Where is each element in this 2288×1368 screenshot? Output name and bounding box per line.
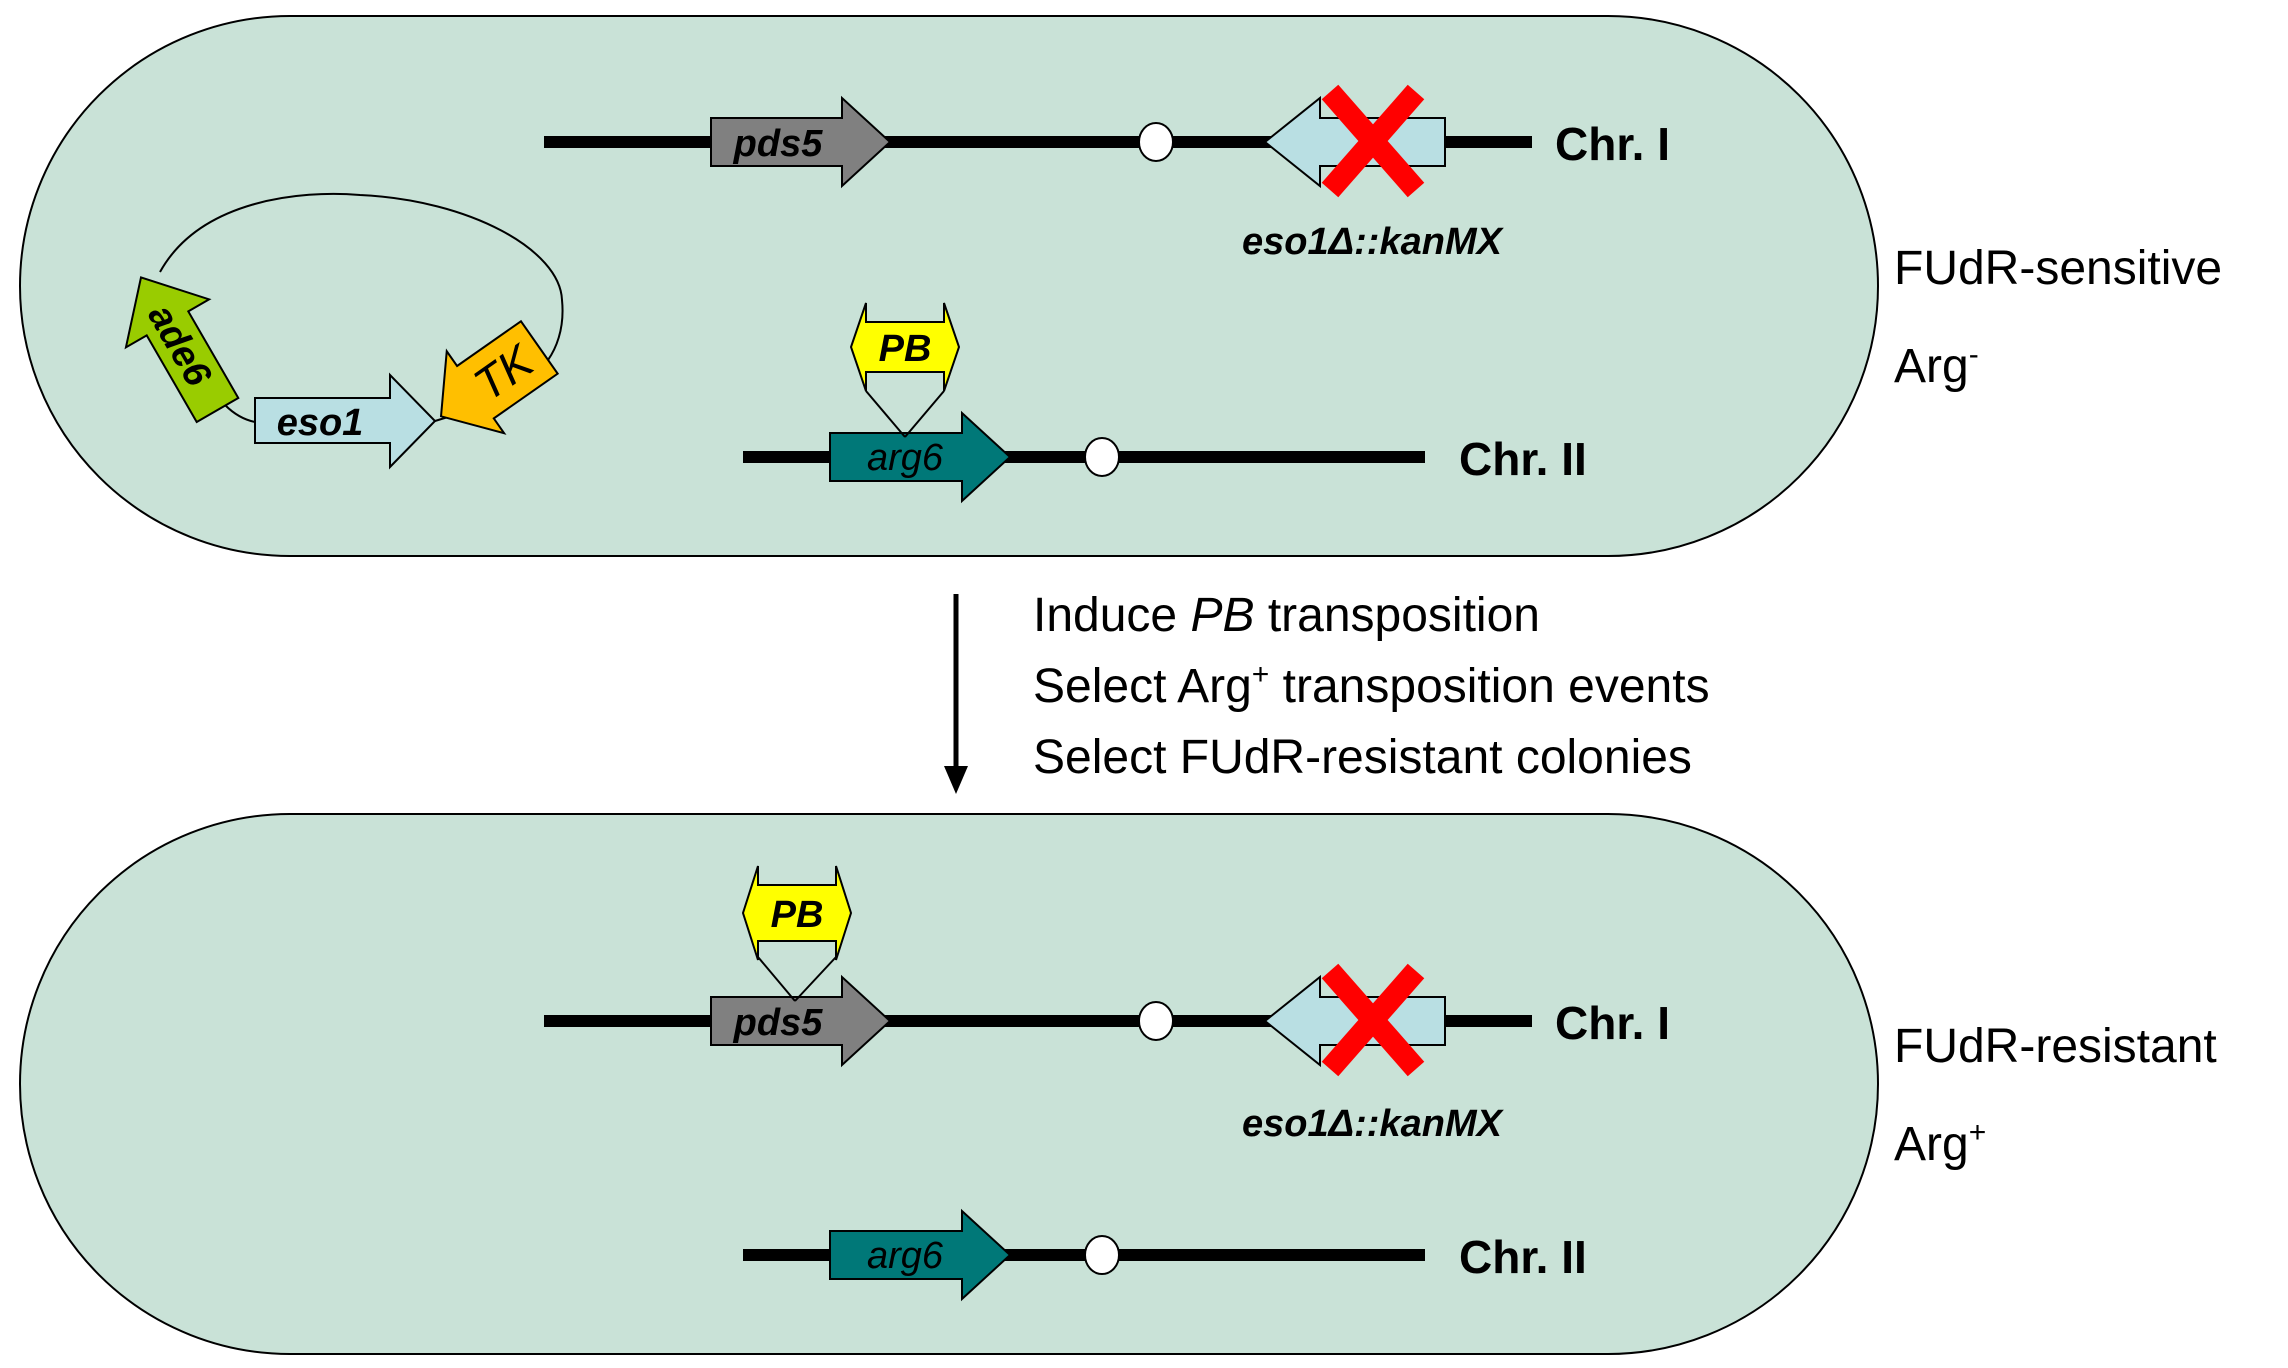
pb-transposon: PB (849, 302, 961, 438)
top-phenotype-arg: Arg- (1894, 338, 1979, 393)
pb-transposon: PB (741, 865, 853, 1002)
pb-label: PB (879, 328, 932, 370)
arg6-label: arg6 (867, 437, 944, 479)
bottom-phenotype-fudr: FUdR-resistant (1894, 1020, 2217, 1073)
pds5-label: pds5 (733, 1002, 824, 1044)
chromosome-2: arg6 Chr. II (743, 1208, 1587, 1302)
arg6-gene-arrow (829, 1208, 1012, 1302)
chromosome-1: pds5 Chr. I eso1Δ::kanMX (544, 84, 1670, 263)
centromere (1138, 122, 1174, 162)
plasmid-backbone (224, 404, 256, 423)
step-select-fudr: Select FUdR-resistant colonies (1033, 731, 1692, 784)
centromere (1084, 1235, 1120, 1275)
centromere (1138, 1001, 1174, 1041)
top-phenotype-fudr: FUdR-sensitive (1894, 242, 2222, 295)
plasmid-backbone (159, 192, 564, 361)
step-select-arg: Select Arg+ transposition events (1033, 658, 1710, 713)
pb-label: PB (771, 894, 824, 936)
top-cell: pds5 Chr. I eso1Δ::kanMX arg6 Chr. II PB (19, 15, 1879, 557)
pds5-gene-arrow (710, 974, 892, 1068)
eso1-plasmid-gene-arrow (254, 372, 437, 470)
deletion-cross-icon (1321, 963, 1425, 1077)
bottom-cell: pds5 Chr. I eso1Δ::kanMX PB arg6 Chr. II (19, 813, 1879, 1355)
cell-outline (19, 813, 1879, 1355)
pds5-label: pds5 (733, 123, 824, 165)
pb-hexagon (741, 865, 853, 961)
step-induce: Induce PB transposition (1033, 589, 1540, 642)
chr1-label: Chr. I (1555, 118, 1670, 170)
eso1-plasmid-label: eso1 (277, 402, 364, 444)
pb-hexagon (849, 302, 961, 392)
chr1-label: Chr. I (1555, 997, 1670, 1049)
chromosome-1: pds5 Chr. I eso1Δ::kanMX PB (544, 865, 1670, 1145)
down-arrow-icon (944, 766, 968, 794)
arg6-gene-arrow (829, 410, 1012, 504)
bottom-phenotype-arg: Arg+ (1894, 1116, 1986, 1171)
arg6-label: arg6 (867, 1235, 944, 1277)
centromere (1084, 437, 1120, 477)
process-step: Induce PB transposition Select Arg+ tran… (944, 589, 1710, 794)
chromosome-2: arg6 Chr. II PB (743, 302, 1587, 504)
chr2-label: Chr. II (1459, 1231, 1587, 1283)
pds5-gene-arrow (710, 95, 892, 189)
eso1-deletion-label: eso1Δ::kanMX (1242, 1103, 1505, 1145)
chr2-label: Chr. II (1459, 433, 1587, 485)
eso1-deletion-label: eso1Δ::kanMX (1242, 221, 1505, 263)
deletion-cross-icon (1321, 84, 1425, 198)
